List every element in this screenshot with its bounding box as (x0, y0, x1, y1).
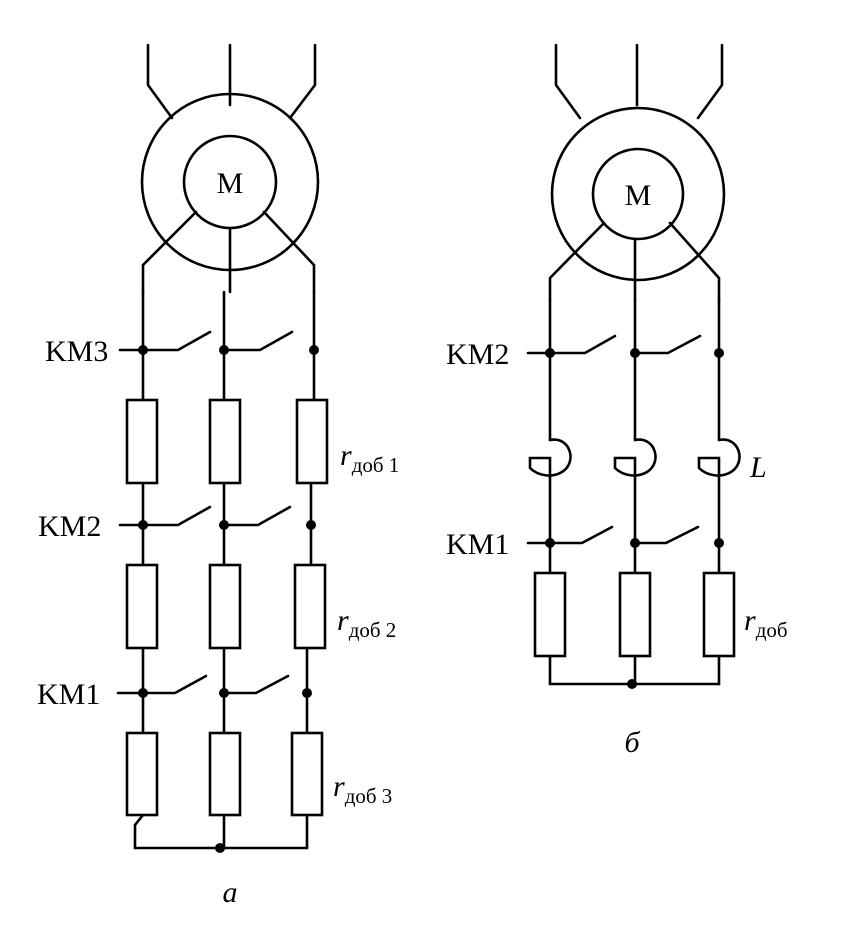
phase-lines-b (548, 298, 721, 689)
r-dob-label: rдоб (744, 604, 788, 642)
resistors-b (533, 571, 736, 658)
diagram-a: M KM3 rдоб 1 (37, 43, 399, 909)
resistors-1-a (125, 398, 329, 485)
km1-label-b: KM1 (446, 528, 509, 561)
rotor-leads-b (548, 221, 721, 302)
caption-b: б (624, 726, 640, 759)
diagram-b: M KM2 (446, 43, 788, 759)
r-dob3-label: rдоб 3 (333, 770, 392, 808)
r-dob2-label: rдоб 2 (337, 604, 396, 642)
resistors-2-a (125, 563, 327, 650)
caption-a: а (223, 876, 238, 909)
inductor-label: L (749, 451, 767, 484)
star-point-a (215, 843, 225, 853)
inductors-b (528, 438, 741, 478)
km1-switch-a (116, 674, 312, 698)
km1-switch-b (526, 525, 724, 548)
motor-label-a: M (217, 167, 244, 200)
supply-lines-b (554, 43, 724, 120)
km2-switch-a (118, 505, 316, 530)
star-point-b (627, 679, 637, 689)
km3-label: KM3 (45, 335, 108, 368)
r-dob1-label: rдоб 1 (340, 439, 399, 477)
rotor-leads-a (141, 210, 316, 294)
motor-b: M (550, 106, 726, 282)
km2-switch-b (526, 334, 724, 358)
supply-lines-a (146, 43, 317, 120)
motor-label-b: M (625, 179, 652, 212)
km1-label-a: KM1 (37, 678, 100, 711)
km2-label-a: KM2 (38, 510, 101, 543)
km3-switch-a (118, 330, 319, 355)
resistors-3-a (125, 731, 324, 817)
km2-label-b: KM2 (446, 338, 509, 371)
